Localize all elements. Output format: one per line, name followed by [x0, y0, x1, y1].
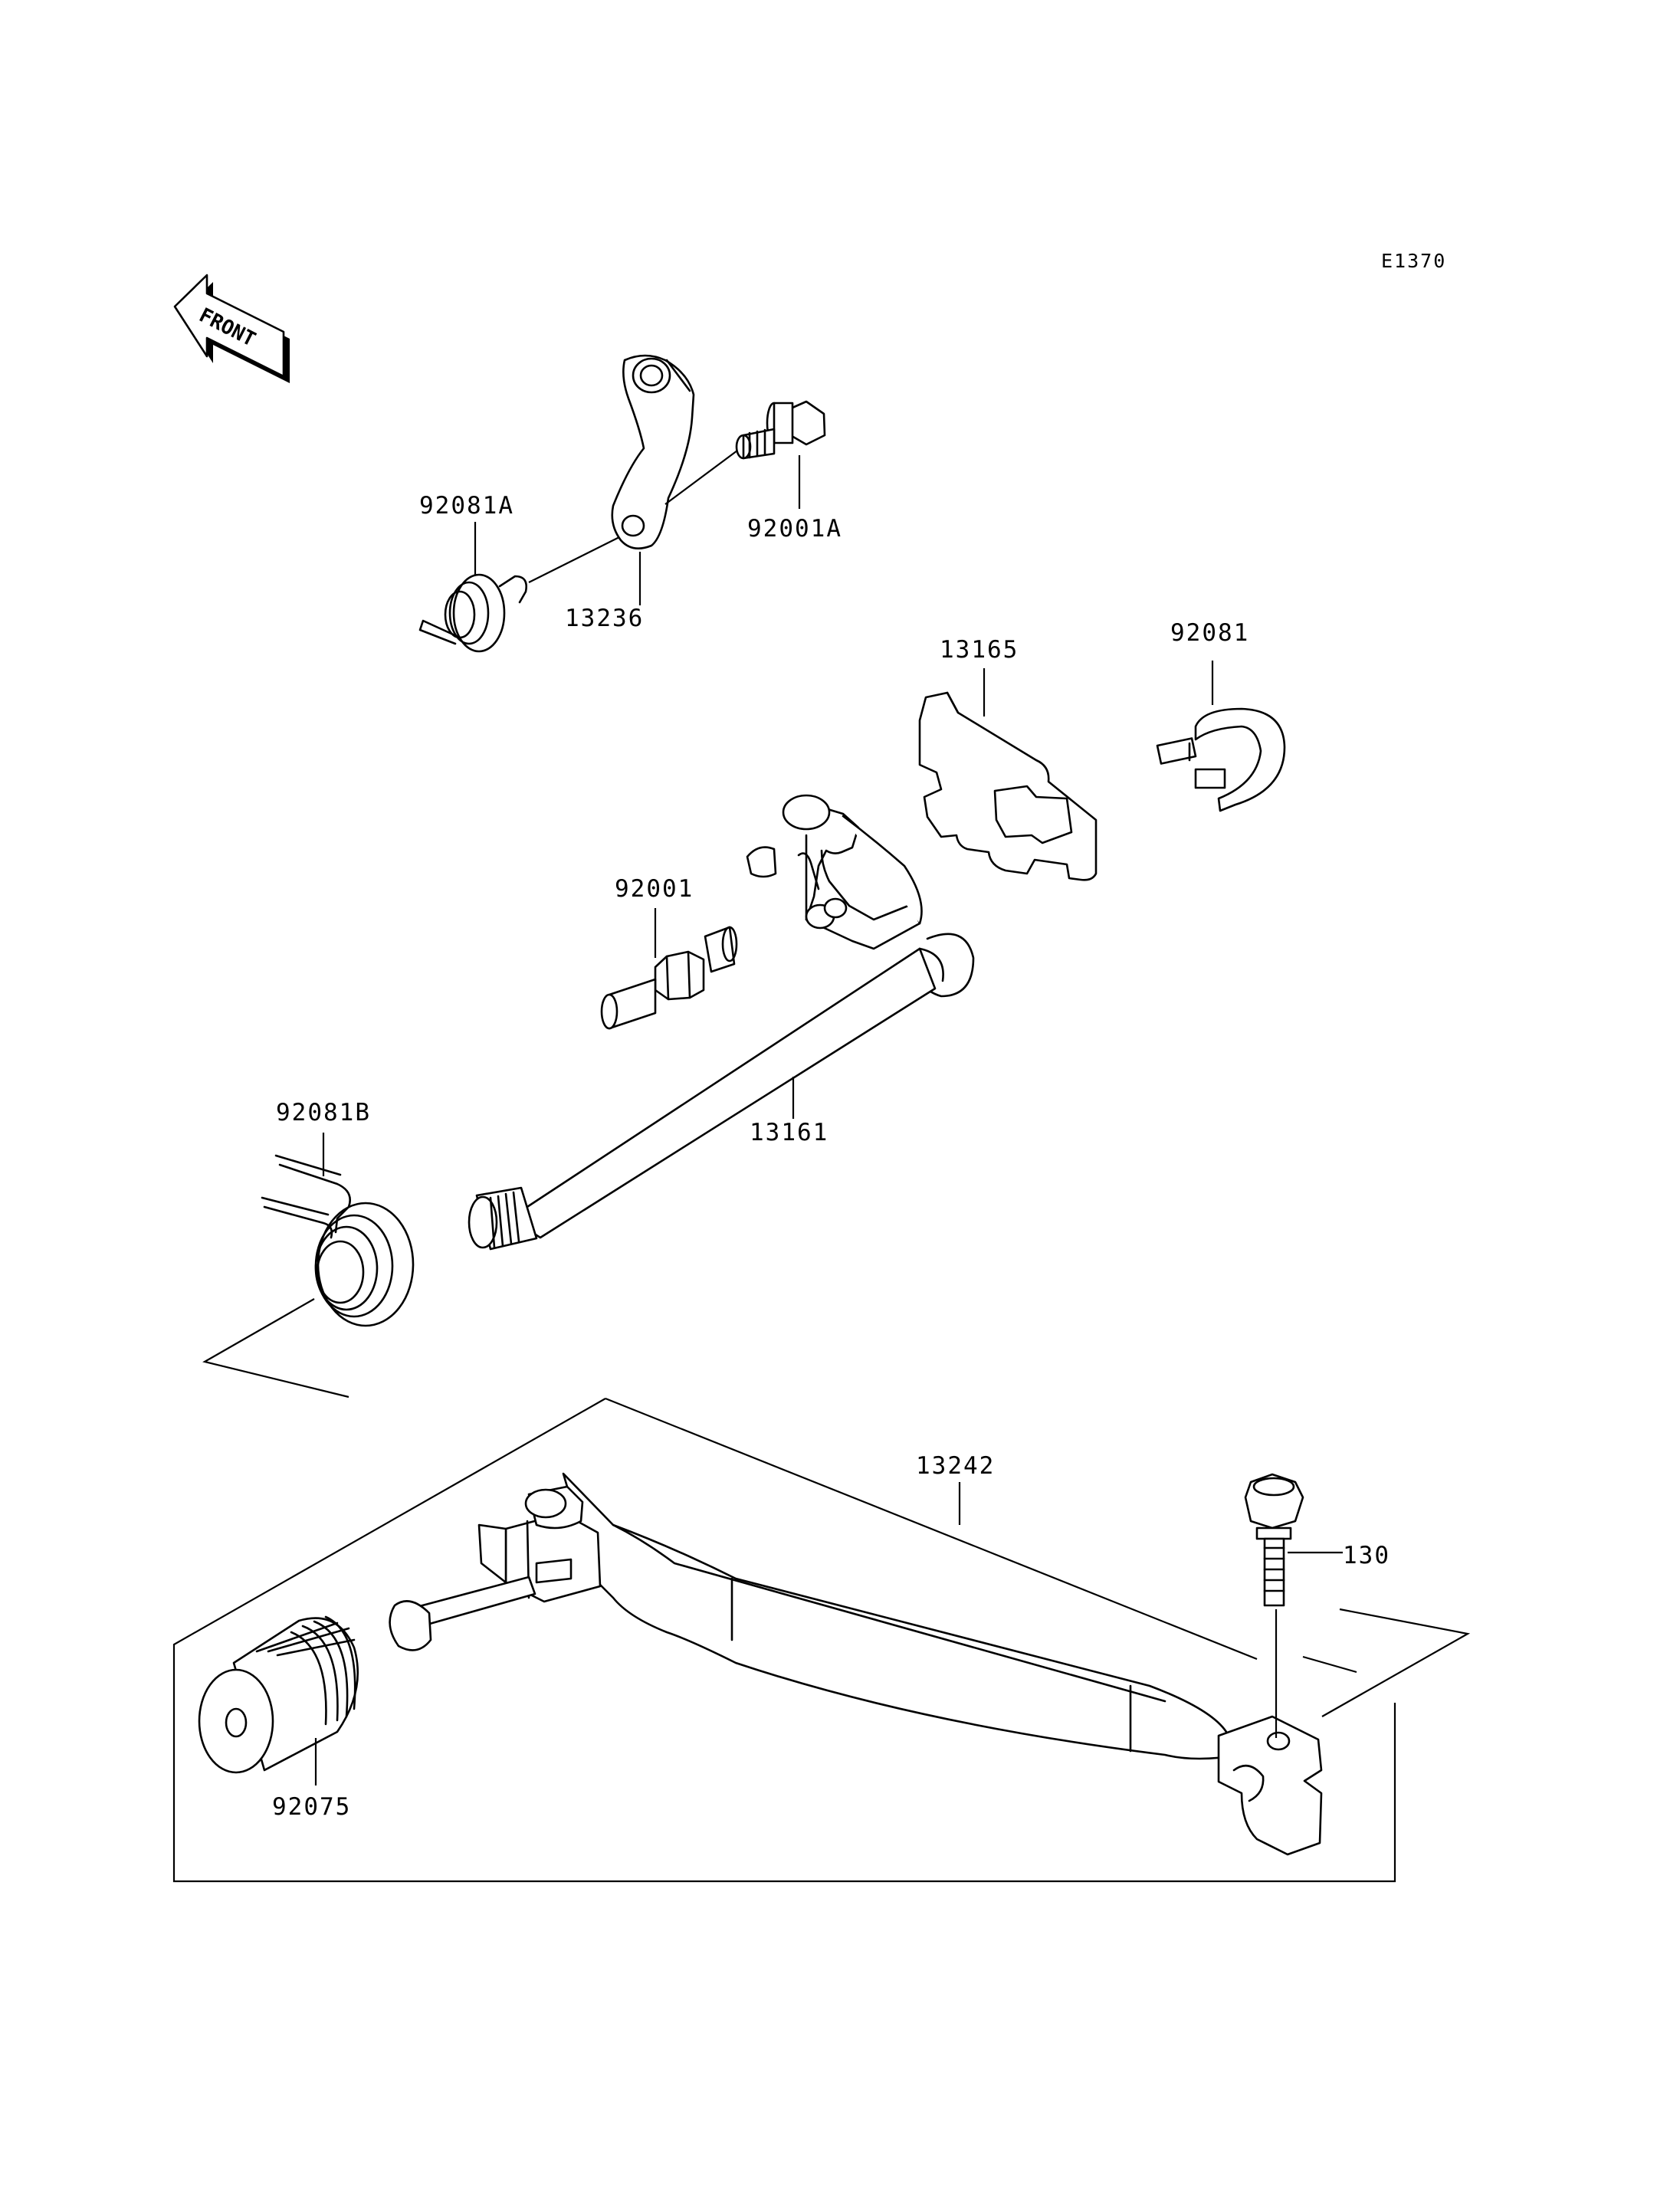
label-92075: 92075 — [272, 1793, 351, 1821]
reference-code: E1370 — [1381, 250, 1446, 272]
plate-13165-drawing — [918, 691, 1098, 881]
label-13242: 13242 — [916, 1452, 995, 1480]
label-92081B: 92081B — [276, 1099, 371, 1126]
stud-92001-drawing — [600, 926, 738, 1030]
shaft-13161-drawing — [468, 794, 975, 1251]
pedal-13242-drawing — [389, 1472, 1323, 1856]
bolt-92001A-drawing — [735, 400, 826, 460]
front-arrow-icon: FRONT — [173, 274, 290, 383]
label-92001: 92001 — [615, 875, 694, 903]
label-13165: 13165 — [940, 636, 1019, 664]
bracket-13236-drawing — [611, 354, 695, 549]
label-92001A: 92001A — [747, 515, 842, 543]
label-92081: 92081 — [1170, 619, 1249, 647]
spring-92081B-drawing — [261, 1154, 415, 1327]
bolt-92001A-guide-line — [664, 450, 738, 505]
rubber-92075-drawing — [198, 1615, 359, 1774]
pedal-box-outline-4 — [1302, 1655, 1357, 1674]
label-92081A: 92081A — [419, 492, 514, 520]
pedal-box-outline — [172, 1398, 1396, 1883]
label-130: 130 — [1343, 1542, 1390, 1569]
spring-92081B-guide-line — [202, 1298, 349, 1399]
label-13236: 13236 — [565, 605, 644, 632]
bolt-130-drawing — [1244, 1473, 1304, 1607]
pedal-box-outline-2 — [605, 1397, 1258, 1661]
clip-92081-drawing — [1156, 707, 1286, 812]
pedal-box-outline-3 — [1321, 1608, 1471, 1717]
spring-92081A-drawing — [418, 573, 527, 653]
label-13161: 13161 — [750, 1119, 829, 1146]
